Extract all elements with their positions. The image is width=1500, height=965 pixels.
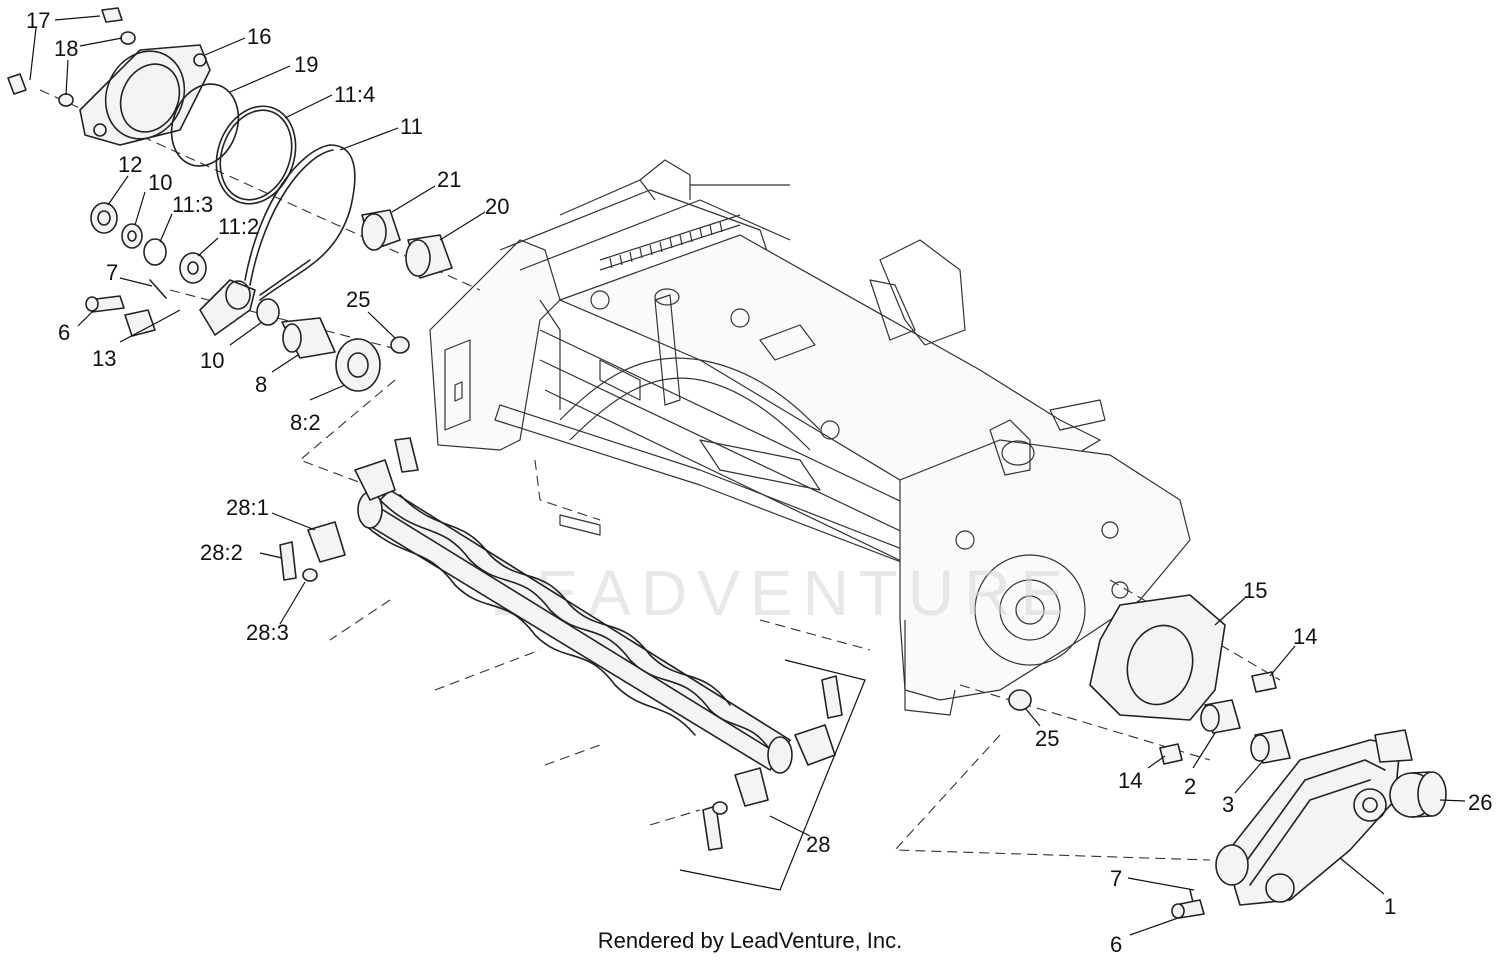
gearbox-1	[1215, 729, 1413, 906]
plug-25-upper	[390, 336, 410, 354]
bushing-2	[1200, 699, 1241, 734]
callout-21: 21	[437, 167, 461, 192]
callout-1: 1	[1384, 894, 1396, 919]
bolt-14-lower	[1159, 743, 1183, 765]
bearing-block-28-1	[307, 521, 346, 563]
callout-16: 16	[247, 24, 271, 49]
gasket-plate-15	[1089, 594, 1226, 721]
callout-6-upper: 6	[58, 320, 70, 345]
callout-labels: 17 18 16 19 11:4 11 12 10 11:3 11:2 21 2…	[26, 8, 1492, 957]
bushing-20	[405, 234, 453, 279]
callout-25-upper: 25	[346, 287, 370, 312]
nut-12	[90, 202, 118, 234]
callout-7-lower: 7	[1110, 866, 1122, 891]
callout-10-lower: 10	[200, 348, 224, 373]
callout-11-2: 11:2	[218, 214, 259, 239]
callout-6-lower: 6	[1110, 932, 1122, 957]
callout-18: 18	[54, 36, 78, 61]
callout-8-2: 8:2	[290, 410, 321, 435]
reel-frame	[429, 159, 1191, 716]
spacer-11-2	[179, 252, 207, 284]
callout-13: 13	[92, 346, 116, 371]
callout-17: 17	[26, 8, 50, 33]
bolt-6-lower	[1171, 899, 1205, 919]
leader-lines	[29, 15, 1466, 936]
nut-28-3	[302, 568, 318, 582]
callout-11: 11	[400, 114, 423, 139]
bushing-21	[361, 209, 401, 251]
washer-10-lower	[256, 298, 280, 326]
callout-20: 20	[485, 194, 509, 219]
belt-11	[244, 144, 356, 301]
credit-text: Rendered by LeadVenture, Inc.	[597, 928, 903, 953]
bolt-6-upper	[85, 295, 125, 313]
pivot-13	[124, 309, 156, 337]
callout-14-lower: 14	[1118, 768, 1142, 793]
callout-25-lower: 25	[1035, 726, 1059, 751]
callout-10-upper: 10	[148, 170, 172, 195]
callout-14-upper: 14	[1293, 624, 1317, 649]
belt-11-4	[215, 105, 297, 205]
bearing-block-28-upper	[354, 437, 419, 501]
bolt-28-2	[279, 541, 297, 581]
pin-7-upper	[149, 279, 167, 299]
bolt-14-upper	[1251, 671, 1277, 693]
callout-7-upper: 7	[106, 260, 118, 285]
callout-3: 3	[1222, 792, 1234, 817]
callout-28-1: 28:1	[226, 495, 269, 520]
callout-11-3: 11:3	[172, 192, 213, 217]
callout-15: 15	[1243, 578, 1267, 603]
bolt-17	[7, 7, 123, 95]
group-28-bracket	[679, 659, 866, 891]
callout-2: 2	[1184, 774, 1196, 799]
callout-11-4: 11:4	[334, 82, 375, 107]
callout-28: 28	[806, 832, 830, 857]
bearing-8-2	[335, 338, 381, 392]
callout-28-2: 28:2	[200, 540, 243, 565]
callout-19: 19	[294, 52, 318, 77]
rendered-by-credit: Rendered by LeadVenture, Inc.	[0, 928, 1500, 954]
bearing-housing-16	[79, 44, 211, 146]
ring-11-3	[143, 238, 167, 266]
callout-26: 26	[1468, 790, 1492, 815]
callout-8: 8	[255, 372, 267, 397]
washer-10-upper	[121, 223, 143, 249]
callout-12: 12	[118, 152, 142, 177]
shaft-8	[281, 317, 336, 359]
callout-28-3: 28:3	[246, 620, 289, 645]
plug-25-lower	[1008, 689, 1032, 711]
reel-cylinder	[357, 489, 793, 774]
o-ring-19	[170, 83, 240, 167]
tensioner-arm	[199, 279, 256, 336]
bushing-3	[1250, 729, 1291, 764]
cap-26	[1389, 771, 1447, 818]
